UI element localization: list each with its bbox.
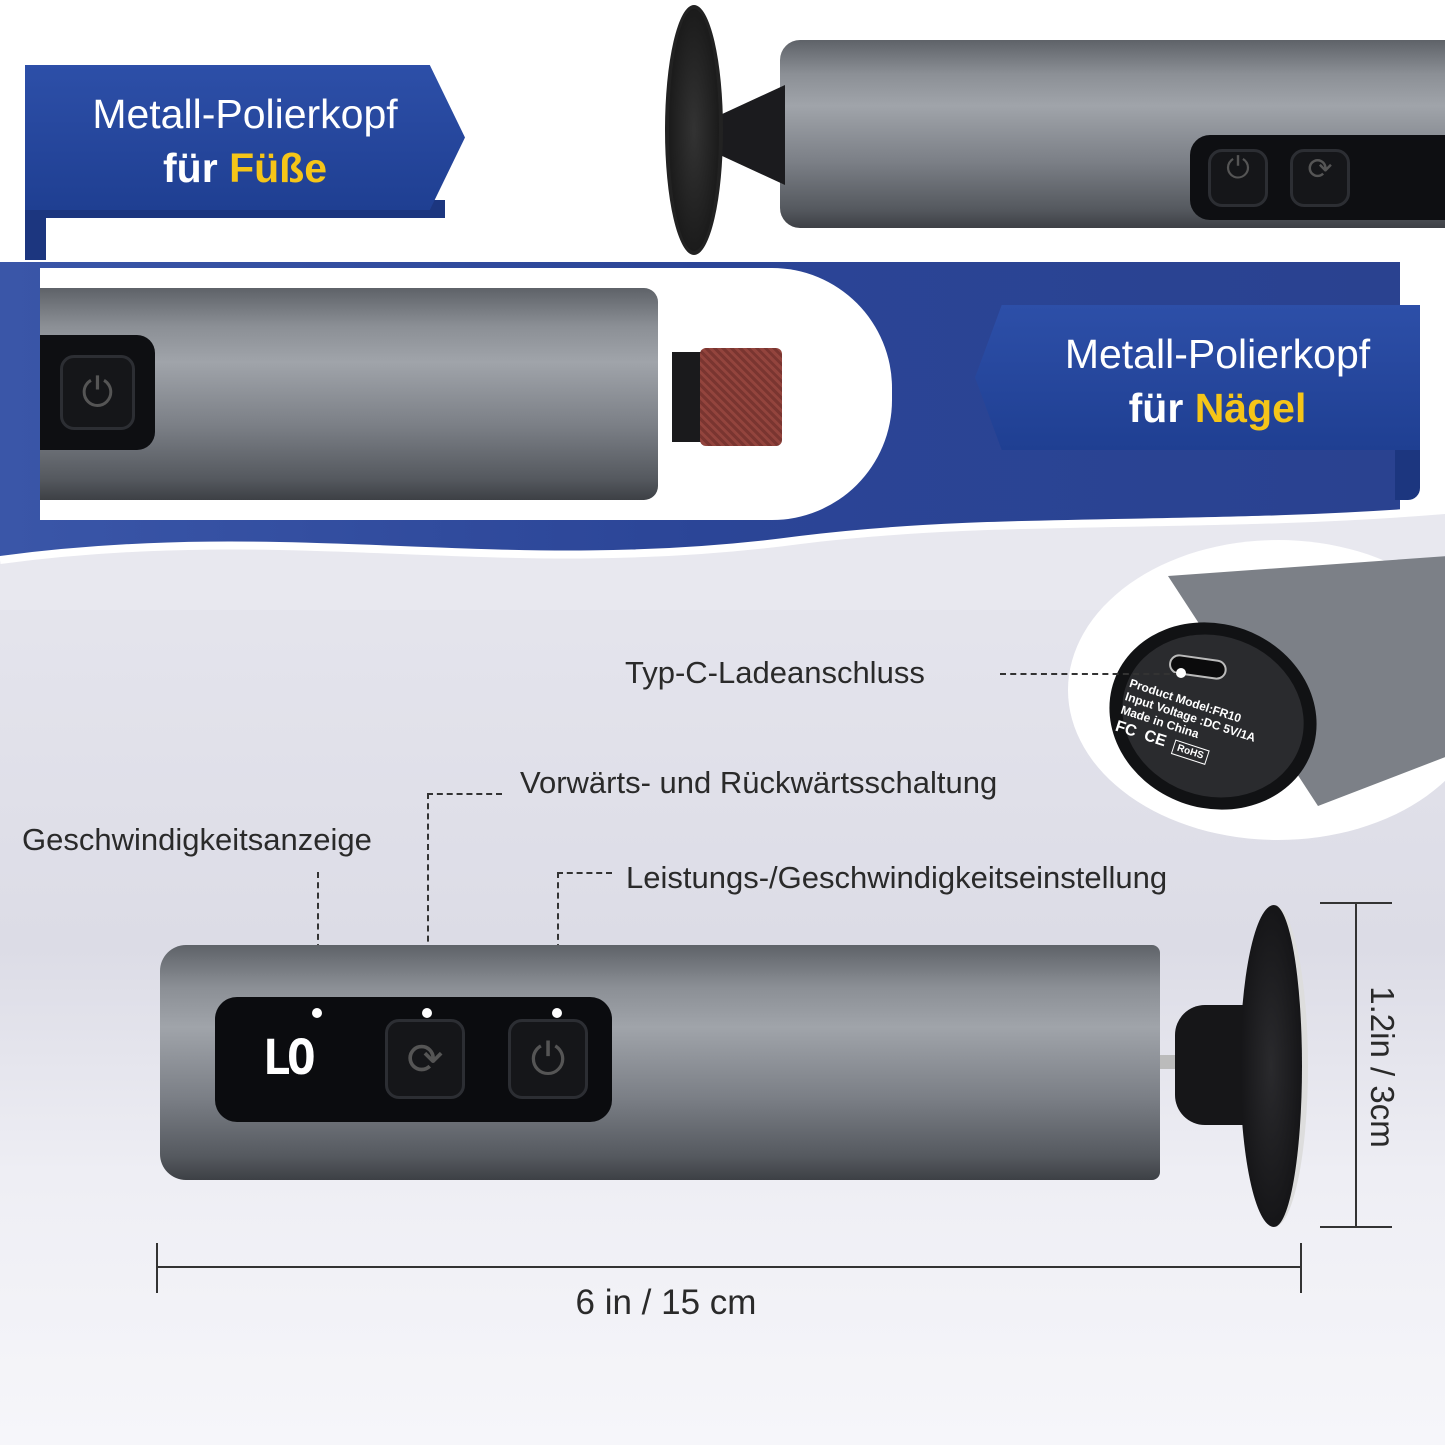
foot-polishing-disc <box>665 5 723 255</box>
height-dimension-cap-bottom <box>1320 1226 1392 1228</box>
length-dimension-cap-right <box>1300 1243 1302 1293</box>
nail-sanding-band <box>700 348 782 446</box>
height-dimension-label: 1.2in / 3cm <box>1364 986 1401 1148</box>
mid-device-button-panel: ⏻ <box>40 335 155 450</box>
rotate-icon: ⟳ <box>1290 149 1350 207</box>
callout-direction-line-h <box>427 793 502 795</box>
callout-direction-dot <box>422 1008 432 1018</box>
main-device-neck <box>1175 1005 1250 1125</box>
length-dimension-label: 6 in / 15 cm <box>575 1283 757 1322</box>
length-dimension-cap-left <box>156 1243 158 1293</box>
mid-device-collar <box>672 352 702 442</box>
wave-divider <box>0 506 1445 610</box>
banner-nails-fold <box>1395 440 1420 500</box>
callout-speed-dot <box>312 1008 322 1018</box>
power-icon: ⏻ <box>530 1035 566 1084</box>
callout-power-dot <box>552 1008 562 1018</box>
banner-feet-line1: Metall-Polierkopf <box>92 91 398 137</box>
callout-port: Typ-C-Ladeanschluss <box>625 655 925 690</box>
power-speed-button[interactable]: ⏻ <box>508 1019 588 1099</box>
banner-nails-highlight: Nägel <box>1194 385 1307 431</box>
callout-direction: Vorwärts- und Rückwärtsschaltung <box>520 765 998 800</box>
length-dimension-line <box>157 1266 1302 1268</box>
power-icon: ⏻ <box>1208 149 1268 207</box>
callout-power: Leistungs-/Geschwindigkeitseinstellung <box>626 860 1168 895</box>
banner-nails-prefix: für <box>1128 385 1184 431</box>
main-polishing-disc <box>1240 905 1308 1227</box>
height-dimension-cap-top <box>1320 902 1392 904</box>
banner-nails: Metall-Polierkopf für Nägel <box>975 305 1420 450</box>
power-icon: ⏻ <box>60 355 135 430</box>
device-base-view <box>1109 556 1445 810</box>
rotate-icon: ⟳ <box>406 1035 444 1084</box>
callout-power-line-h <box>557 872 612 874</box>
banner-feet: Metall-Polierkopf für Füße <box>25 65 465 210</box>
callout-port-line <box>1000 673 1180 675</box>
height-dimension-line <box>1355 903 1357 1227</box>
banner-feet-highlight: Füße <box>229 145 327 191</box>
top-device-neck <box>720 85 785 185</box>
control-panel: ⟳ ⏻ <box>215 997 612 1122</box>
banner-nails-line1: Metall-Polierkopf <box>1064 331 1371 377</box>
banner-feet-prefix: für <box>163 145 218 191</box>
callout-port-dot <box>1176 668 1186 678</box>
callout-speed-display-line <box>317 872 319 1012</box>
direction-button[interactable]: ⟳ <box>385 1019 465 1099</box>
speed-display-value: LO <box>262 1030 316 1086</box>
callout-power-line-v <box>557 872 559 1012</box>
callout-speed-display: Geschwindigkeitsanzeige <box>22 822 372 857</box>
callout-direction-line-v <box>427 793 429 1013</box>
top-device-button-panel: ⏻ ⟳ <box>1190 135 1445 220</box>
